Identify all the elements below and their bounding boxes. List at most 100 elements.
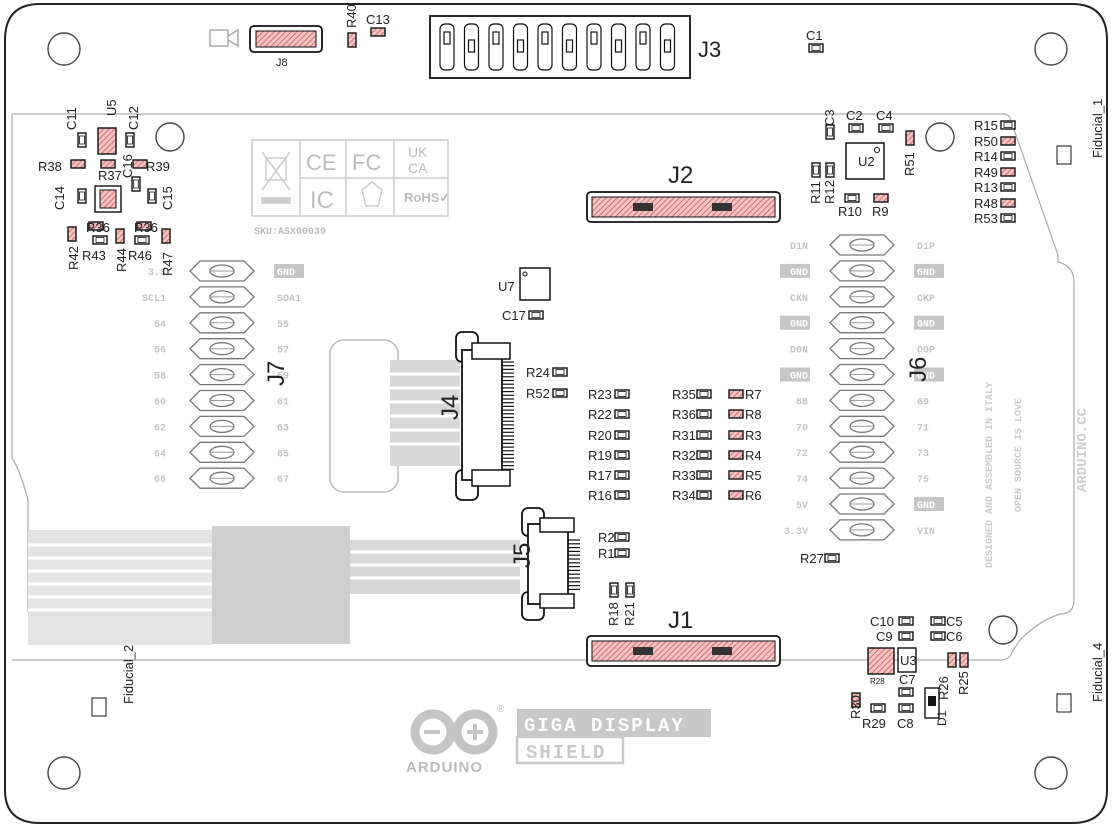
component-r44	[115, 228, 125, 244]
designator-label: R11	[808, 181, 823, 204]
component-r9	[873, 193, 889, 203]
header-pin-label: 66	[154, 475, 166, 486]
component-r32	[696, 450, 712, 460]
header-pin-label: CKP	[917, 294, 935, 305]
component-r53	[1000, 213, 1016, 223]
pogo-pin	[189, 363, 255, 386]
component-r6	[728, 490, 744, 500]
header-pin-label: 60	[154, 398, 166, 409]
mounting-hole	[155, 122, 185, 152]
component-r29	[870, 703, 886, 713]
cert-fc: FC	[352, 150, 381, 175]
j8-label: J8	[276, 57, 288, 69]
component-r51	[905, 130, 915, 146]
designator-label: C4	[876, 108, 893, 123]
header-pin-label: 56	[154, 346, 166, 357]
header-pin-label: 59	[277, 372, 289, 383]
component-r37	[100, 159, 116, 169]
component-r5	[728, 470, 744, 480]
fiducial-4-label: Fiducial_4	[1090, 643, 1105, 702]
designator-label: R53	[974, 211, 998, 226]
chip-u3: U3	[867, 647, 917, 675]
component-r34	[696, 490, 712, 500]
designator-label: R36	[134, 220, 158, 235]
component-r52	[552, 388, 568, 398]
header-pin-label: GND	[790, 268, 808, 279]
header-pin-label: 64	[154, 449, 166, 460]
designator-label: R9	[872, 204, 889, 219]
component-r13	[1000, 182, 1016, 192]
designator-label: C17	[502, 308, 526, 323]
designator-label: R21	[622, 602, 637, 626]
designator-label: R31	[672, 428, 696, 443]
pogo-pin	[189, 338, 255, 360]
component-c3	[825, 124, 835, 140]
component-c15	[147, 188, 157, 204]
header-pin-label: 70	[796, 423, 808, 434]
header-pin-label: D0N	[790, 346, 808, 357]
weee-icon	[261, 151, 291, 204]
connector-j5: J5	[509, 507, 580, 621]
component-r11	[811, 162, 821, 178]
pogo-pin	[189, 467, 255, 489]
j4-label: J4	[437, 395, 464, 420]
component-r18	[609, 582, 619, 598]
arduino-logo: ® ARDUINO GIGA DISPLAY SHIELD	[406, 704, 711, 776]
header-pin-label: 58	[154, 372, 166, 383]
certification-marks	[251, 139, 449, 217]
mounting-hole	[925, 122, 955, 152]
designator-label: C8	[897, 716, 914, 731]
designator-label: R46	[128, 248, 152, 263]
header-pin-label: GND	[917, 268, 935, 279]
j1-label: J1	[668, 607, 693, 634]
designator-label: R42	[66, 246, 81, 270]
tagline-open-source: OPEN SOURCE IS LOVE	[1014, 398, 1025, 512]
cert-ukca-2: CA	[408, 160, 428, 176]
header-pin-label: GND	[790, 320, 808, 331]
designator-label: C5	[946, 614, 963, 629]
designator-label: C9	[876, 629, 893, 644]
component-c13	[370, 27, 386, 37]
component-r36	[696, 409, 712, 419]
designator-label: R43	[82, 248, 106, 263]
j3-pin	[537, 23, 553, 71]
chip-u2: U2	[845, 142, 885, 180]
cert-ic: IC	[310, 187, 334, 214]
designator-label: R18	[606, 602, 621, 626]
component-r10	[844, 193, 860, 203]
header-pin-label: 69	[917, 397, 929, 408]
designator-label: R20	[588, 428, 612, 443]
designator-label: R50	[974, 134, 998, 149]
designator-label: C10	[870, 614, 894, 629]
header-pin-label: 54	[154, 320, 166, 331]
designator-label: C6	[946, 629, 963, 644]
pogo-pin	[189, 286, 255, 308]
logo-wordmark: ARDUINO	[406, 759, 483, 776]
header-pin-label: D0P	[917, 346, 935, 357]
component-r39	[132, 159, 148, 169]
designator-label: R51	[902, 152, 917, 176]
designator-label: R14	[974, 149, 998, 164]
header-pin-label: 62	[154, 423, 166, 434]
header-pin-label: 71	[917, 423, 929, 434]
designator-label: R36	[86, 220, 110, 235]
pogo-pin	[829, 493, 895, 515]
designator-label: R37	[98, 168, 122, 183]
pogo-pin	[829, 363, 895, 386]
sku-label: SKU:ASX00039	[254, 227, 326, 238]
fiducial-2-label: Fiducial_2	[121, 645, 136, 704]
component-c5	[930, 616, 946, 626]
component-r49	[1000, 167, 1016, 177]
registered-mark: ®	[497, 704, 505, 715]
j2-label: J2	[668, 162, 693, 189]
component-c17	[528, 310, 544, 320]
designator-label: R28	[870, 677, 885, 686]
designator-label: C12	[126, 106, 141, 130]
designator-label: R15	[974, 118, 998, 133]
component-r2	[614, 532, 630, 542]
component-r19	[614, 450, 630, 460]
component-r17	[614, 470, 630, 480]
header-pin-label: SDA1	[277, 294, 301, 305]
designator-label: R27	[800, 551, 824, 566]
